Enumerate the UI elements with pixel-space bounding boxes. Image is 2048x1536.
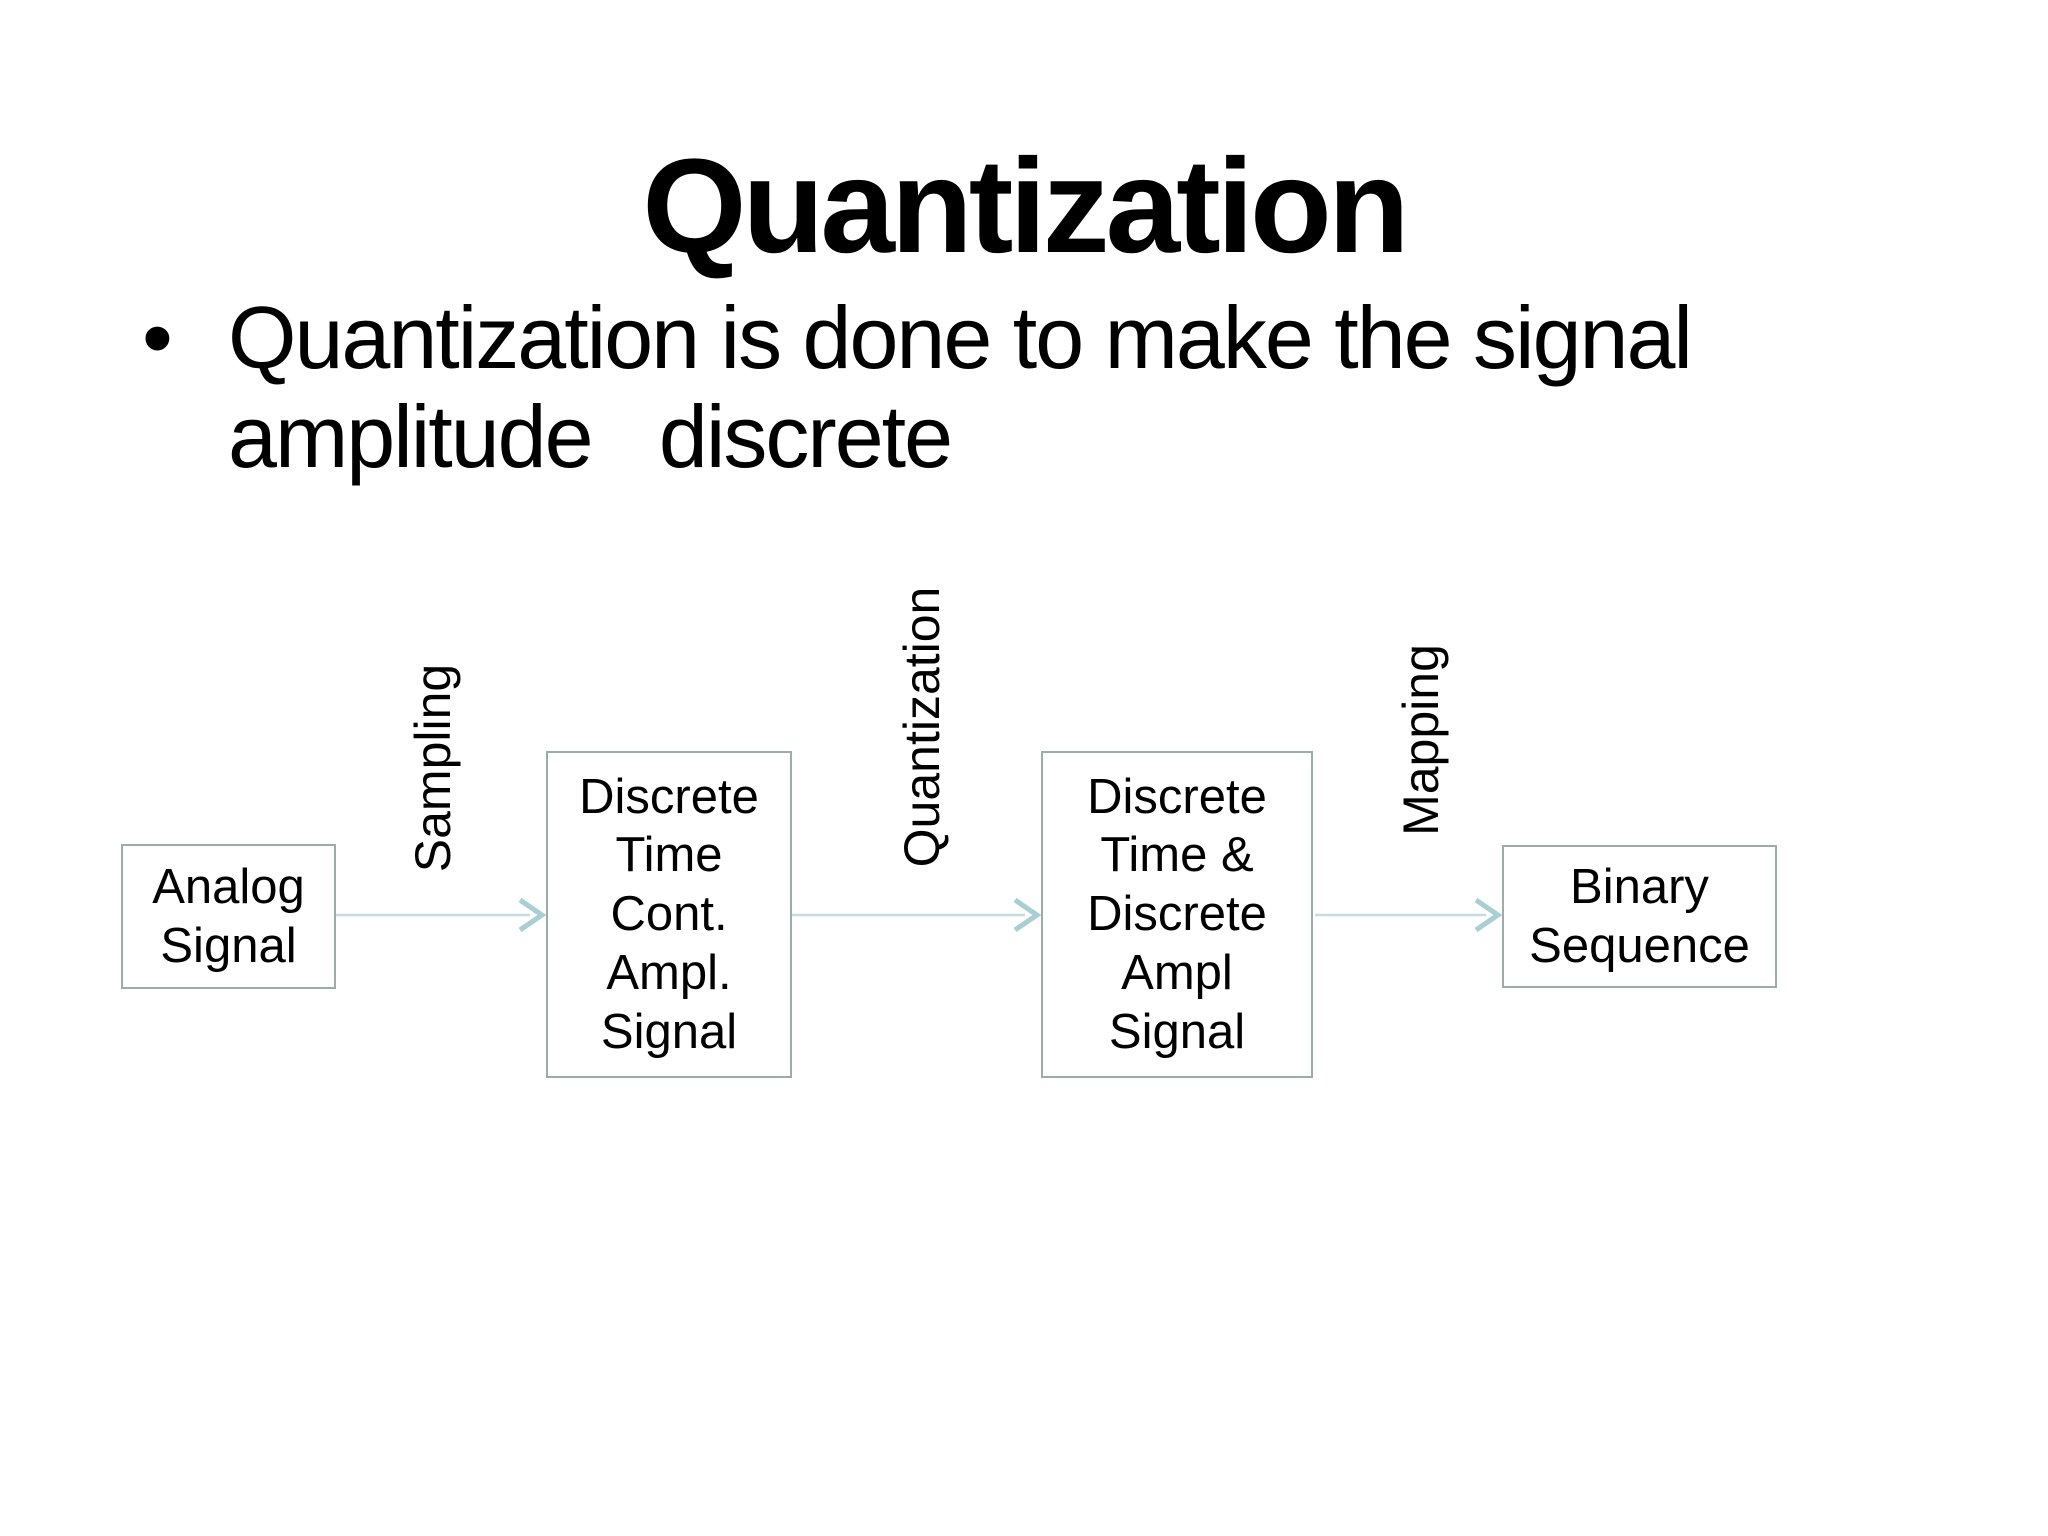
- node-label: Discrete Time & Discrete Ampl Signal: [1087, 769, 1267, 1059]
- node-label: Discrete Time Cont. Ampl. Signal: [579, 769, 759, 1059]
- node-analog-signal: Analog Signal: [121, 844, 336, 989]
- node-binary-sequence: Binary Sequence: [1502, 845, 1777, 988]
- bullet-text: Quantization is done to make the signal …: [228, 288, 1693, 486]
- arrow-quantization: [792, 897, 1042, 933]
- node-discrete-time-discrete-ampl-signal: Discrete Time & Discrete Ampl Signal: [1041, 751, 1313, 1078]
- arrowhead-icon: [1474, 897, 1503, 933]
- node-label: Binary Sequence: [1529, 859, 1750, 973]
- slide-title: Quantization: [642, 132, 1409, 281]
- arrow-mapping: [1315, 897, 1503, 933]
- edge-label-quantization: Quantization: [894, 586, 950, 868]
- node-label: Analog Signal: [152, 859, 305, 973]
- node-discrete-time-cont-ampl-signal: Discrete Time Cont. Ampl. Signal: [546, 751, 792, 1078]
- bullet-marker: •: [142, 288, 173, 387]
- edge-label-mapping: Mapping: [1393, 644, 1449, 836]
- arrowhead-icon: [518, 897, 547, 933]
- arrowhead-icon: [1013, 897, 1042, 933]
- arrow-sampling: [336, 897, 547, 933]
- edge-label-sampling: Sampling: [405, 663, 461, 873]
